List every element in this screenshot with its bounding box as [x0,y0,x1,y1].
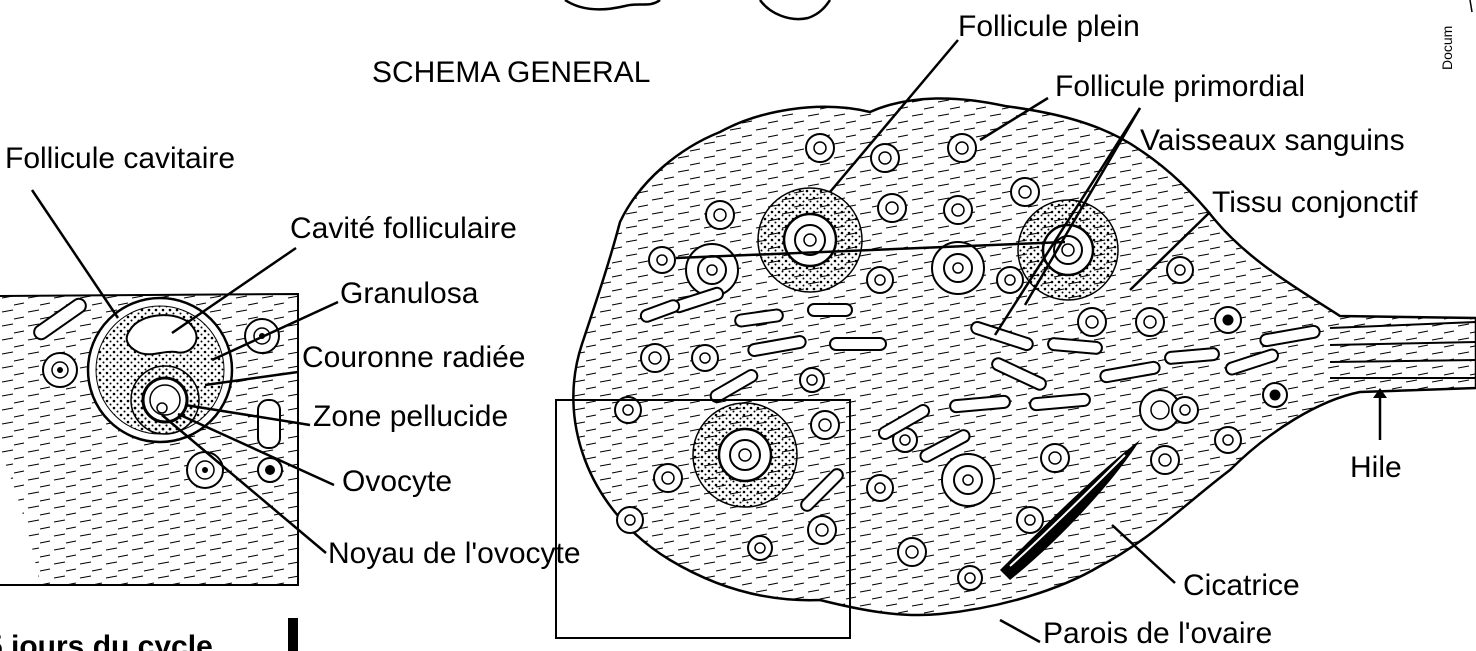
follicle-plein-2 [1018,200,1118,300]
oocyte-nucleus [157,403,167,413]
top-sketch [565,0,830,19]
label-couronne-radiee: Couronne radiée [302,341,526,374]
vertical-document-text: Docum [1439,26,1455,70]
corner-mark [1470,0,1472,12]
label-follicule-plein: Follicule plein [958,10,1140,43]
label-zone-pellucide: Zone pellucide [313,400,508,433]
follicle-plein-3 [693,403,797,507]
label-ovocyte: Ovocyte [342,465,452,498]
caption-bar [288,618,298,651]
label-parois: Parois de l'ovaire [1043,617,1272,650]
left-inset [0,190,338,585]
label-tissu-conjonctif: Tissu conjonctif [1212,186,1418,219]
label-follicule-primordial: Follicule primordial [1055,70,1305,103]
label-hile: Hile [1350,451,1402,484]
diagram-title: SCHEMA GENERAL [372,56,650,89]
follicle-plein-1 [758,188,862,292]
label-cicatrice: Cicatrice [1183,569,1300,602]
label-cavite-folliculaire: Cavité folliculaire [290,212,517,245]
label-vaisseaux-sanguins: Vaisseaux sanguins [1140,124,1405,157]
label-follicule-cavitaire: Follicule cavitaire [5,142,235,175]
label-noyau: Noyau de l'ovocyte [328,537,581,570]
cycle-caption: 5 jours du cycle [0,630,213,651]
ovary [556,98,1476,638]
label-granulosa: Granulosa [340,277,479,310]
